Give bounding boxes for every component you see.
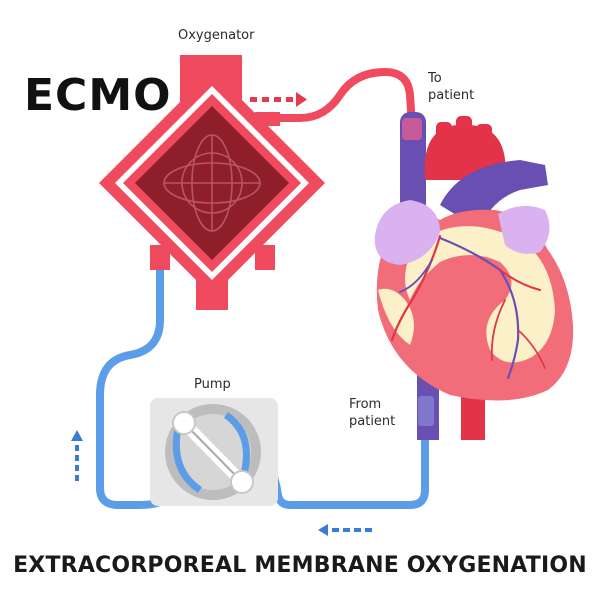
label-to-patient: To patient bbox=[428, 70, 474, 104]
caption: EXTRACORPOREAL MEMBRANE OXYGENATION bbox=[13, 553, 587, 578]
cannula-inlet bbox=[418, 396, 434, 426]
label-to-patient-line1: To bbox=[428, 71, 442, 86]
arterial-tubing bbox=[266, 68, 416, 129]
label-pump: Pump bbox=[194, 377, 231, 392]
membrane-grid bbox=[163, 134, 261, 232]
label-from-patient-line2: patient bbox=[349, 414, 396, 429]
pump bbox=[150, 398, 278, 506]
oxygenator bbox=[99, 55, 325, 310]
label-from-patient: From patient bbox=[349, 396, 395, 430]
flow-arrow-left bbox=[71, 430, 83, 481]
label-to-patient-line2: patient bbox=[428, 88, 475, 103]
flow-arrow-to-patient bbox=[250, 92, 307, 107]
diagram-title: ECMO bbox=[24, 70, 172, 121]
heart bbox=[374, 112, 574, 440]
label-oxygenator: Oxygenator bbox=[178, 28, 255, 43]
label-from-patient-line1: From bbox=[349, 397, 382, 412]
flow-arrow-bottom bbox=[318, 524, 372, 536]
